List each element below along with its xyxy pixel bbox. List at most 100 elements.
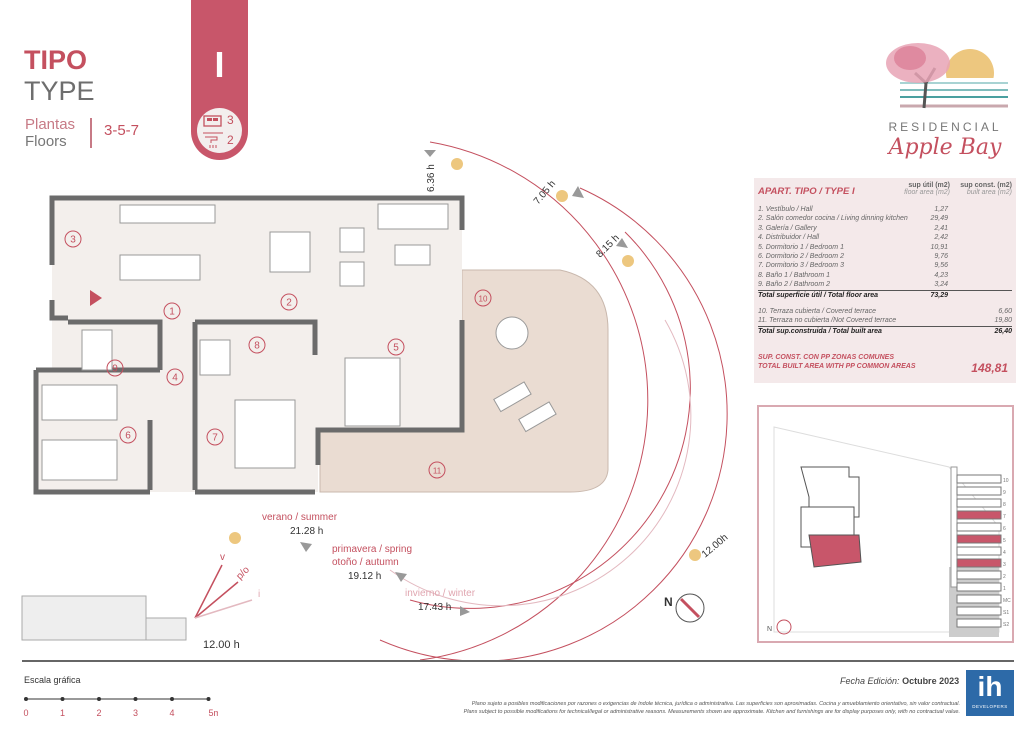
level-label: 8 (1003, 502, 1006, 508)
scale-tick (24, 697, 28, 701)
compass-icon: N (664, 593, 705, 623)
area-table: APART. TIPO / TYPE I sup útil (m2)floor … (754, 178, 1016, 383)
scale-tick-label: 5m (209, 708, 219, 718)
summer-label: verano / summer (262, 512, 338, 523)
svg-text:10: 10 (479, 295, 488, 304)
svg-text:6: 6 (125, 431, 131, 442)
common-areas-value: 148,81 (971, 361, 1008, 375)
level-label: 6 (1003, 526, 1006, 532)
svg-text:8: 8 (254, 341, 260, 352)
level-bar (956, 522, 1002, 532)
room-number-10: 10 (474, 289, 492, 307)
elevation-time: 12.00 h (203, 639, 240, 651)
winter-time: 17.43 h (418, 602, 451, 613)
room-number-3: 3 (64, 230, 82, 248)
spring-ray-label: p/o (234, 564, 252, 582)
scale-tick (60, 697, 65, 701)
scale-tick (206, 697, 211, 701)
bathroom-count: 2 (227, 133, 234, 147)
scale-tick (170, 697, 174, 701)
sun-arrow-icons (300, 150, 628, 616)
col-floor-area: sup útil (m2)floor area (m2) (904, 182, 950, 196)
scale-tick-label: 0 (23, 708, 28, 718)
highlighted-block (808, 534, 862, 568)
scale-tick (133, 697, 138, 701)
sun-rays (194, 564, 253, 619)
spring-time: 19.12 h (348, 571, 381, 582)
table-title: APART. TIPO / TYPE I (758, 186, 855, 197)
room-number-5: 5 (387, 338, 405, 356)
level-label: MC (1003, 598, 1011, 604)
level-label: S1 (1003, 610, 1009, 616)
scale-label: Escala gráfica (24, 675, 81, 685)
type-tag: I 3 2 (191, 0, 248, 160)
sun-arc-spring (409, 231, 691, 609)
svg-text:9: 9 (112, 364, 118, 375)
room-number-6: 6 (119, 426, 137, 444)
scale-tick-label: 3 (133, 708, 138, 718)
table-row: 11. Terraza no cubierta /Not Covered ter… (758, 317, 1012, 325)
sun-time-label: 7.05 h (532, 179, 558, 207)
winter-label: invierno / winter (405, 588, 476, 599)
svg-text:1: 1 (169, 307, 175, 318)
room-number-4: 4 (166, 368, 184, 386)
bedroom-count: 3 (227, 113, 234, 127)
level-bar (956, 618, 1002, 628)
col-built-area: sup const. (m2)built area (m2) (960, 182, 1012, 196)
autumn-label: otoño / autumn (332, 557, 399, 568)
type-heading-en: TYPE (24, 76, 95, 106)
winter-ray-label: i (258, 589, 260, 600)
sun-arc-winter (389, 319, 692, 607)
table-row: 2. Salón comedor cocina / Living dinning… (758, 215, 948, 223)
logo-text-apple-bay: Apple Bay (888, 135, 1002, 160)
level-label: 3 (1003, 562, 1006, 568)
room-count-badge: 3 2 (197, 108, 242, 153)
room-number-7: 7 (206, 428, 224, 446)
floor-numbers: 3-5-7 (104, 122, 140, 139)
sun-arc-summer (379, 187, 728, 660)
divider (90, 118, 92, 148)
furniture (41, 203, 557, 481)
level-label: 9 (1003, 490, 1006, 496)
north-label: N (664, 595, 673, 609)
type-letter: I (214, 44, 225, 85)
level-bar (956, 570, 1002, 580)
spring-label: primavera / spring (332, 544, 412, 555)
level-bar (956, 474, 1002, 484)
level-bar (956, 510, 1002, 520)
sun-icons (229, 158, 701, 561)
level-bar (956, 582, 1002, 592)
site-north-label: N (767, 626, 772, 633)
level-bar (956, 558, 1002, 568)
level-label: 5 (1003, 538, 1006, 544)
svg-text:11: 11 (433, 467, 442, 476)
sun-time-label: 12.00h (700, 532, 731, 560)
level-label: 1 (1003, 586, 1006, 592)
level-label: S2 (1003, 622, 1009, 628)
bed-bath-icon (203, 115, 223, 148)
level-label: 10 (1003, 478, 1009, 484)
summer-ray-label: v (220, 552, 225, 563)
apple-bay-logo (880, 43, 1010, 118)
level-label: 4 (1003, 550, 1006, 556)
scale-tick (97, 697, 101, 701)
floors-label-en: Floors (25, 133, 67, 150)
room-number-8: 8 (248, 336, 266, 354)
sun-arc-outer (419, 141, 649, 660)
room-number-2: 2 (280, 293, 298, 311)
scale-tick-label: 1 (60, 708, 65, 718)
floors-label-es: Plantas (25, 116, 76, 133)
